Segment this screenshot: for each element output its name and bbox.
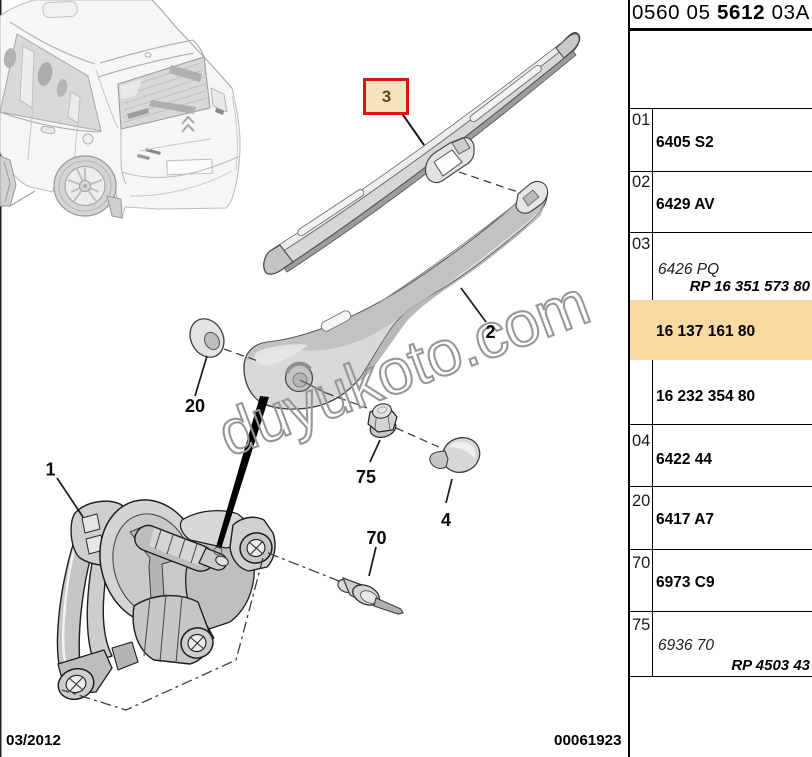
svg-text:2: 2: [486, 322, 496, 342]
svg-text:70: 70: [367, 528, 387, 548]
svg-text:75: 75: [356, 467, 376, 487]
svg-text:20: 20: [185, 396, 205, 416]
svg-text:4: 4: [441, 510, 451, 530]
svg-text:1: 1: [46, 460, 56, 480]
